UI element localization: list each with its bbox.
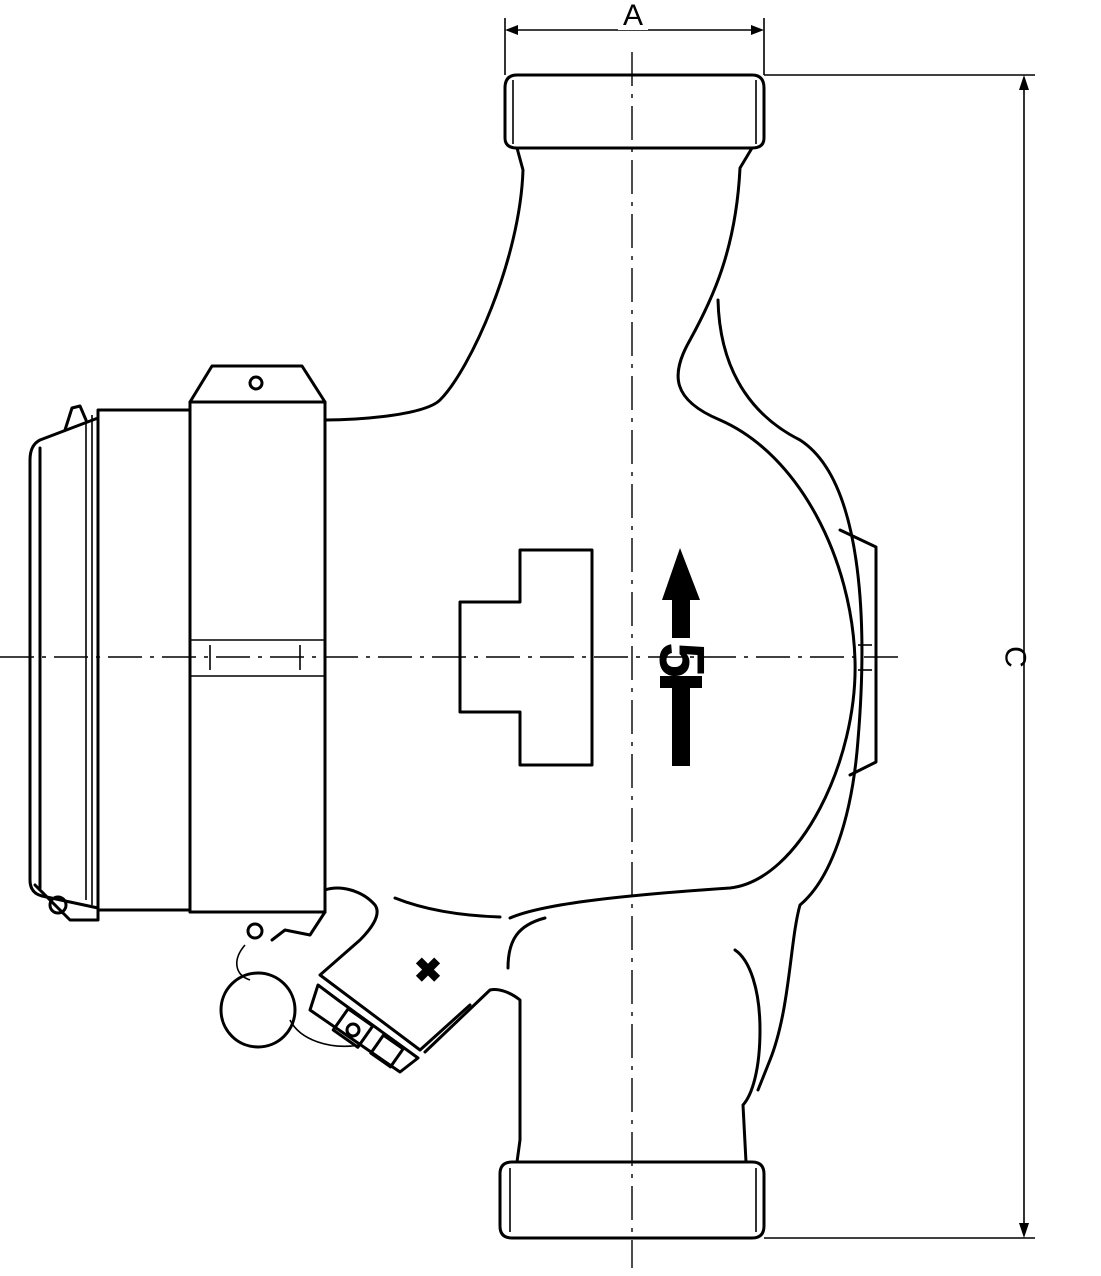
- flow-arrow: [660, 548, 702, 766]
- pump-body: [323, 146, 864, 1164]
- top-threaded-port: [503, 73, 766, 150]
- dimension-c: C: [764, 74, 1035, 1239]
- dimension-c-label: C: [999, 646, 1032, 668]
- terminal-box: ✖: [219, 886, 472, 1074]
- motor-housing: [28, 364, 327, 940]
- nameplate: [458, 548, 594, 767]
- side-boss: [838, 528, 878, 777]
- dimension-a-label: A: [623, 0, 643, 32]
- dimension-a: A: [504, 0, 765, 75]
- bottom-threaded-port: [498, 1160, 766, 1240]
- flow-digit: 5: [646, 642, 718, 678]
- cross-mark: ✖: [414, 952, 443, 990]
